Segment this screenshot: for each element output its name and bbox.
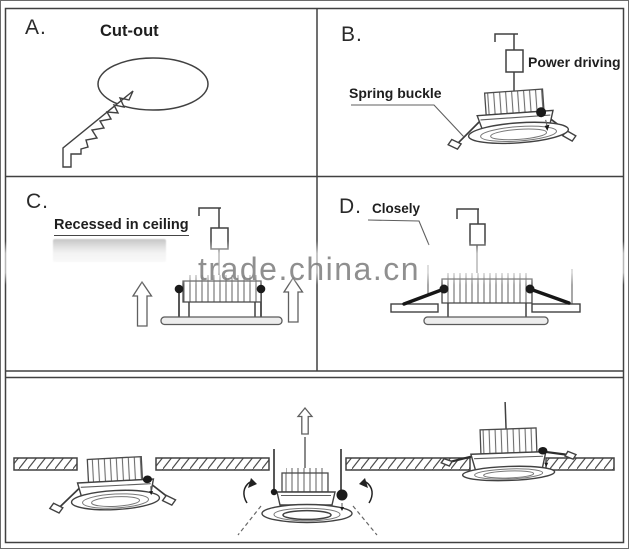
downlight-b-drawing (447, 88, 577, 151)
spring-pivot-b (536, 107, 547, 118)
cutout-caption: Cut-out (100, 22, 159, 40)
spring-arm-left-d (402, 287, 446, 306)
panel-c-label: C. (26, 190, 49, 213)
ceiling-bar-1 (13, 457, 78, 471)
spring-pivot-right-c (256, 284, 266, 294)
spring-buckle-label: Spring buckle (349, 85, 442, 101)
ceiling-bar-d-right (531, 303, 581, 313)
ceiling-bar-4 (545, 457, 615, 471)
ceiling-bar-2 (155, 457, 270, 471)
cutout-hole-ellipse (97, 57, 209, 111)
power-driving-label: Power driving (528, 54, 621, 70)
cutout-saw-icon (62, 90, 134, 168)
spring-pivot-step2 (336, 489, 348, 501)
rotate-arrow-right-icon (365, 481, 373, 504)
panel-d-label: D. (339, 195, 362, 218)
watermark-fade-band (1, 241, 628, 285)
panel-a-label: A. (25, 16, 47, 39)
watermark-text: trade.china.cn (198, 251, 421, 287)
rotate-arrow-left-icon (243, 481, 251, 504)
closely-label: Closely (372, 201, 421, 216)
downlight-d-drawing (390, 265, 581, 326)
step2-downlight-drawing (237, 406, 378, 536)
spring-arm-right-d (528, 287, 571, 305)
push-up-arrow-right-icon (282, 276, 304, 323)
lift-arrow-icon (296, 406, 314, 435)
driver-box-b (505, 49, 524, 73)
spring-pivot-left-c (174, 284, 184, 294)
step3-downlight-drawing (440, 402, 578, 482)
spring-buckle-leader-line (351, 104, 465, 138)
trim-plate-c (160, 316, 283, 326)
push-up-arrow-left-icon (131, 280, 153, 327)
ceiling-bar-d-left (390, 303, 439, 313)
step1-downlight-drawing (48, 455, 177, 514)
trim-plate-d (423, 316, 549, 326)
ceiling-bar-3 (345, 457, 471, 471)
closely-leader-line (367, 219, 430, 246)
recessed-in-ceiling-label: Recessed in ceiling (54, 217, 189, 236)
panel-b-label: B. (341, 23, 363, 46)
ceiling-bars-bottom (13, 457, 615, 471)
power-wire-b (494, 33, 524, 91)
